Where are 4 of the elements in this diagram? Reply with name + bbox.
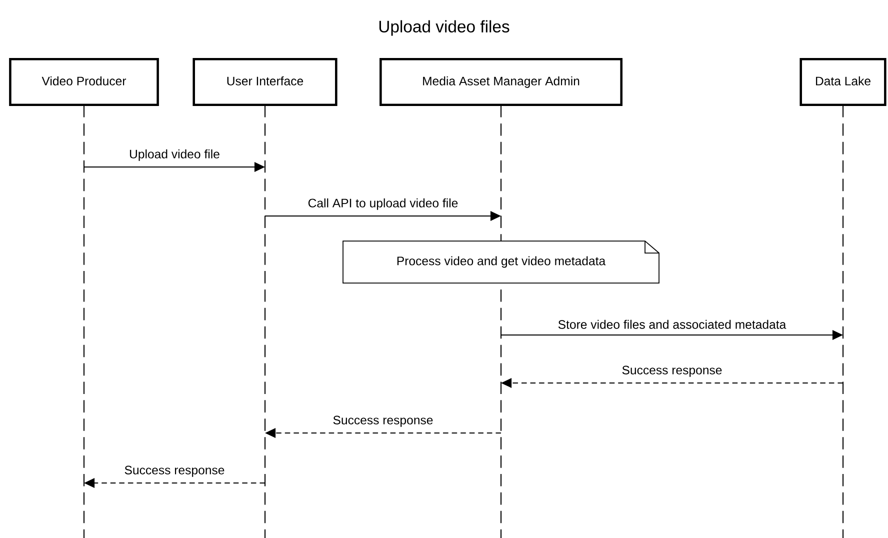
participant-lifeline: Data Lake (800, 58, 886, 538)
message-label: Success response (622, 366, 722, 377)
title: Upload video files (379, 20, 510, 36)
note-box: Process video and get video metadata (342, 240, 660, 284)
